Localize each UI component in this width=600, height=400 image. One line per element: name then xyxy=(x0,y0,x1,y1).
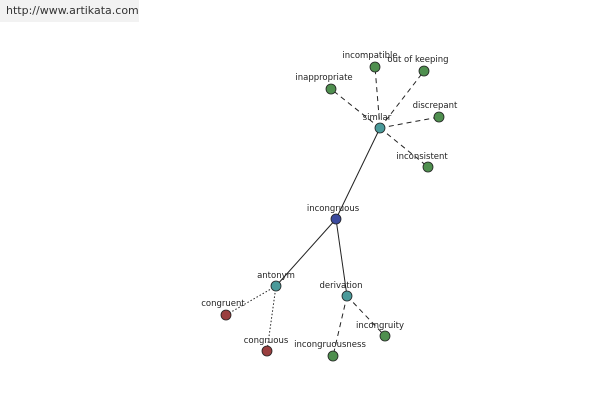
edge-similar-inappropriate xyxy=(330,88,381,129)
node-marker-incompatible[interactable] xyxy=(369,61,381,73)
node-incompatible[interactable]: incompatible xyxy=(342,51,398,73)
node-congruent[interactable]: congruent xyxy=(201,299,245,321)
node-marker-inappropriate[interactable] xyxy=(325,83,337,95)
graph-nodes: incongruous similar antonym derivation incom… xyxy=(201,51,458,362)
edge-antonym-congruous xyxy=(266,285,277,352)
node-discrepant[interactable]: discrepant xyxy=(413,101,458,123)
node-marker-incongruous[interactable] xyxy=(330,213,342,225)
node-label-discrepant[interactable]: discrepant xyxy=(413,101,458,111)
node-marker-derivation[interactable] xyxy=(341,290,353,302)
edge-derivation-incongruousness xyxy=(332,295,348,357)
site-url-text[interactable]: http://www.artikata.com xyxy=(6,4,139,17)
node-marker-similar[interactable] xyxy=(374,122,386,134)
node-label-derivation[interactable]: derivation xyxy=(319,281,362,291)
edge-similar-out-of-keeping xyxy=(379,70,425,129)
edge-incongruous-similar xyxy=(335,127,381,220)
node-incongruity[interactable]: incongruity xyxy=(356,321,404,342)
edge-derivation-incongruity xyxy=(346,295,386,337)
node-marker-congruous[interactable] xyxy=(261,345,273,357)
node-label-out-of-keeping[interactable]: out of keeping xyxy=(387,55,448,65)
node-out-of-keeping[interactable]: out of keeping xyxy=(387,55,449,77)
node-label-inconsistent[interactable]: inconsistent xyxy=(396,152,448,162)
node-label-incompatible[interactable]: incompatible xyxy=(342,51,397,61)
node-marker-discrepant[interactable] xyxy=(433,111,445,123)
node-label-incongruous[interactable]: incongruous xyxy=(307,204,360,214)
node-label-similar[interactable]: similar xyxy=(363,113,392,123)
site-url-banner[interactable]: http://www.artikata.com xyxy=(0,0,139,22)
node-label-inappropriate[interactable]: inappropriate xyxy=(295,73,352,83)
edge-incongruous-antonym xyxy=(275,218,337,287)
node-congruous[interactable]: congruous xyxy=(244,336,289,357)
node-marker-incongruousness[interactable] xyxy=(327,350,339,362)
node-label-incongruity[interactable]: incongruity xyxy=(356,321,404,331)
node-antonym[interactable]: antonym xyxy=(257,271,295,292)
node-similar[interactable]: similar xyxy=(363,113,392,134)
node-inconsistent[interactable]: inconsistent xyxy=(396,152,448,173)
edge-similar-incompatible xyxy=(374,66,381,129)
node-incongruous[interactable]: incongruous xyxy=(307,204,360,225)
node-inappropriate[interactable]: inappropriate xyxy=(295,73,353,95)
node-marker-congruent[interactable] xyxy=(220,309,232,321)
node-incongruousness[interactable]: incongruousness xyxy=(294,340,366,362)
node-derivation[interactable]: derivation xyxy=(319,281,363,302)
edge-antonym-congruent xyxy=(225,285,277,316)
node-marker-incongruity[interactable] xyxy=(379,330,391,342)
edge-incongruous-derivation xyxy=(335,218,348,297)
node-marker-inconsistent[interactable] xyxy=(422,161,434,173)
node-marker-antonym[interactable] xyxy=(270,280,282,292)
edge-similar-inconsistent xyxy=(379,127,429,168)
node-label-incongruousness[interactable]: incongruousness xyxy=(294,340,366,350)
graph-edges xyxy=(225,66,440,357)
node-label-antonym[interactable]: antonym xyxy=(257,271,295,281)
edge-similar-discrepant xyxy=(379,116,440,129)
node-marker-out-of-keeping[interactable] xyxy=(418,65,430,77)
node-label-congruous[interactable]: congruous xyxy=(244,336,289,346)
node-label-congruent[interactable]: congruent xyxy=(201,299,245,309)
